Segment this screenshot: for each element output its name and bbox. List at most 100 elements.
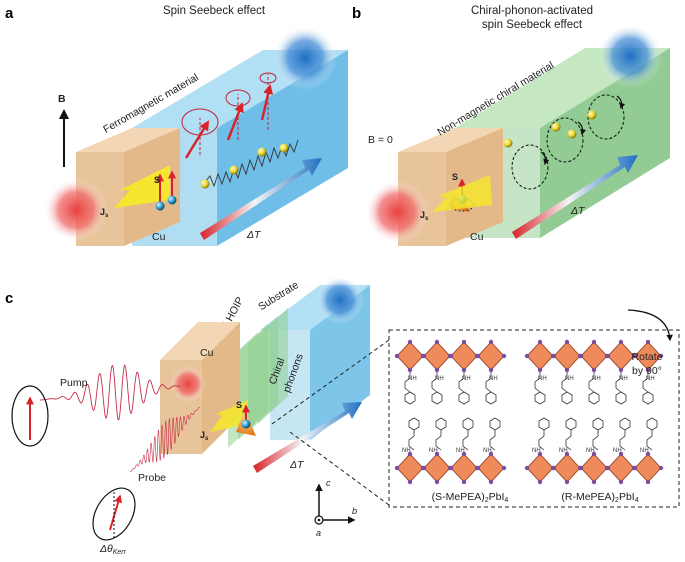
iodide-atom xyxy=(564,451,570,457)
iodide-atom xyxy=(564,479,570,485)
iodide-atom xyxy=(605,353,611,359)
iodide-atom xyxy=(434,367,440,373)
ammonium-label: NH xyxy=(456,448,465,454)
cu-top-face-a xyxy=(76,128,180,152)
phonon-atom-4 xyxy=(279,143,289,153)
cation-chain-upper xyxy=(642,372,649,393)
spin-current-arrow-c xyxy=(210,400,248,432)
chiral-atom-1 xyxy=(503,138,513,148)
r-structure-label: (R-MePEA)2PbI4 xyxy=(561,491,638,504)
cu-label-a: Cu xyxy=(152,231,166,243)
temperature-gradient-arrow-c xyxy=(253,402,362,473)
spin-current-label-b: Js xyxy=(420,210,429,222)
iodide-atom xyxy=(524,353,530,359)
cold-reservoir-glow-c xyxy=(316,276,364,324)
iodide-atom xyxy=(645,479,651,485)
panel-b-label: b xyxy=(352,5,361,22)
iodide-atom xyxy=(564,367,570,373)
ammonium-label: NH xyxy=(532,448,541,454)
phonon-atom-2 xyxy=(229,165,239,175)
iodide-atom xyxy=(618,479,624,485)
rotate-arrow xyxy=(627,309,673,342)
spin-label-s: S xyxy=(154,175,160,185)
iodide-atom xyxy=(407,479,413,485)
probe-pulse xyxy=(129,406,201,473)
iodide-atom xyxy=(421,465,427,471)
rotate-label-line1: Rotate xyxy=(632,351,663,363)
iodide-atom xyxy=(591,339,597,345)
axis-c-label: c xyxy=(326,478,331,488)
phenyl-ring-upper xyxy=(588,391,600,405)
iodide-atom xyxy=(407,451,413,457)
ammonium-label: NH xyxy=(402,448,411,454)
iodide-atom xyxy=(618,367,624,373)
probe-polarization-arrow xyxy=(109,494,123,531)
cation-chain-lower xyxy=(462,430,469,451)
spin-label-b: S xyxy=(452,172,458,182)
iodide-atom xyxy=(448,465,454,471)
precessing-spin-2 xyxy=(226,102,244,141)
iodide-atom xyxy=(618,451,624,457)
cu-atom-1 xyxy=(155,201,165,211)
ammonium-label: NH xyxy=(613,448,622,454)
cation-chain-lower xyxy=(435,430,442,451)
spin-atom-c xyxy=(241,419,251,429)
hot-reservoir-glow-b xyxy=(365,180,429,244)
phonon-atom-1 xyxy=(200,179,210,189)
cation-chain-lower xyxy=(646,430,653,451)
precessing-spin-3 xyxy=(260,84,274,121)
ammonium-label: NH xyxy=(619,376,628,382)
iodide-atom xyxy=(407,339,413,345)
cu-atom-2 xyxy=(167,195,177,205)
iodide-atom xyxy=(578,353,584,359)
ammonium-label: NH xyxy=(646,376,655,382)
cation-chain-lower xyxy=(408,430,415,451)
iodide-atom xyxy=(618,339,624,345)
hot-reservoir-glow xyxy=(44,178,108,242)
cation-chain-upper xyxy=(404,372,411,393)
phonon-atom-3 xyxy=(257,147,267,157)
cation-chain-upper xyxy=(458,372,465,393)
iodide-atom xyxy=(461,367,467,373)
chiral-side-face xyxy=(540,48,670,238)
field-label-b: B xyxy=(58,93,66,105)
iodide-atom xyxy=(461,339,467,345)
precessing-spin-1 xyxy=(184,120,210,159)
hoip-layer-4 xyxy=(258,308,288,424)
ammonium-label: NH xyxy=(586,448,595,454)
chiral-atom-2 xyxy=(551,122,561,132)
panel-b-title-line1: Chiral-phonon-activated xyxy=(471,5,593,17)
iodide-atom xyxy=(394,465,400,471)
iodide-atom xyxy=(591,451,597,457)
pump-polarization-ellipse xyxy=(11,385,49,447)
ammonium-label: NH xyxy=(538,376,547,382)
iodide-atom xyxy=(537,479,543,485)
iodide-atom xyxy=(461,451,467,457)
chiral-atom-4 xyxy=(587,110,597,120)
spin-label-c: S xyxy=(236,400,242,410)
octahedra-top-row xyxy=(394,339,664,373)
iodide-atom xyxy=(605,465,611,471)
iodide-atom xyxy=(488,339,494,345)
helix-rotation-arrow-1 xyxy=(540,151,550,166)
iodide-atom xyxy=(645,451,651,457)
iodide-atom xyxy=(578,465,584,471)
iodide-atom xyxy=(591,479,597,485)
ammonium-label: NH xyxy=(592,376,601,382)
rotate-label-line2: by 90° xyxy=(632,365,662,377)
phenyl-ring-upper xyxy=(404,391,416,405)
iodide-atom xyxy=(551,465,557,471)
phenyl-ring-upper xyxy=(642,391,654,405)
helix-loop-1 xyxy=(511,144,549,190)
iodide-atom xyxy=(564,339,570,345)
precessing-spins xyxy=(181,72,277,159)
iodide-atom xyxy=(488,451,494,457)
axis-b-label: b xyxy=(352,506,357,516)
helix-rotation-arrow-3 xyxy=(616,95,626,110)
inset-connector-top xyxy=(271,339,390,425)
iodide-atom xyxy=(488,367,494,373)
cation-chain-lower xyxy=(489,430,496,451)
ammonium-label: NH xyxy=(559,448,568,454)
kerr-label: ΔθKerr xyxy=(99,543,127,556)
